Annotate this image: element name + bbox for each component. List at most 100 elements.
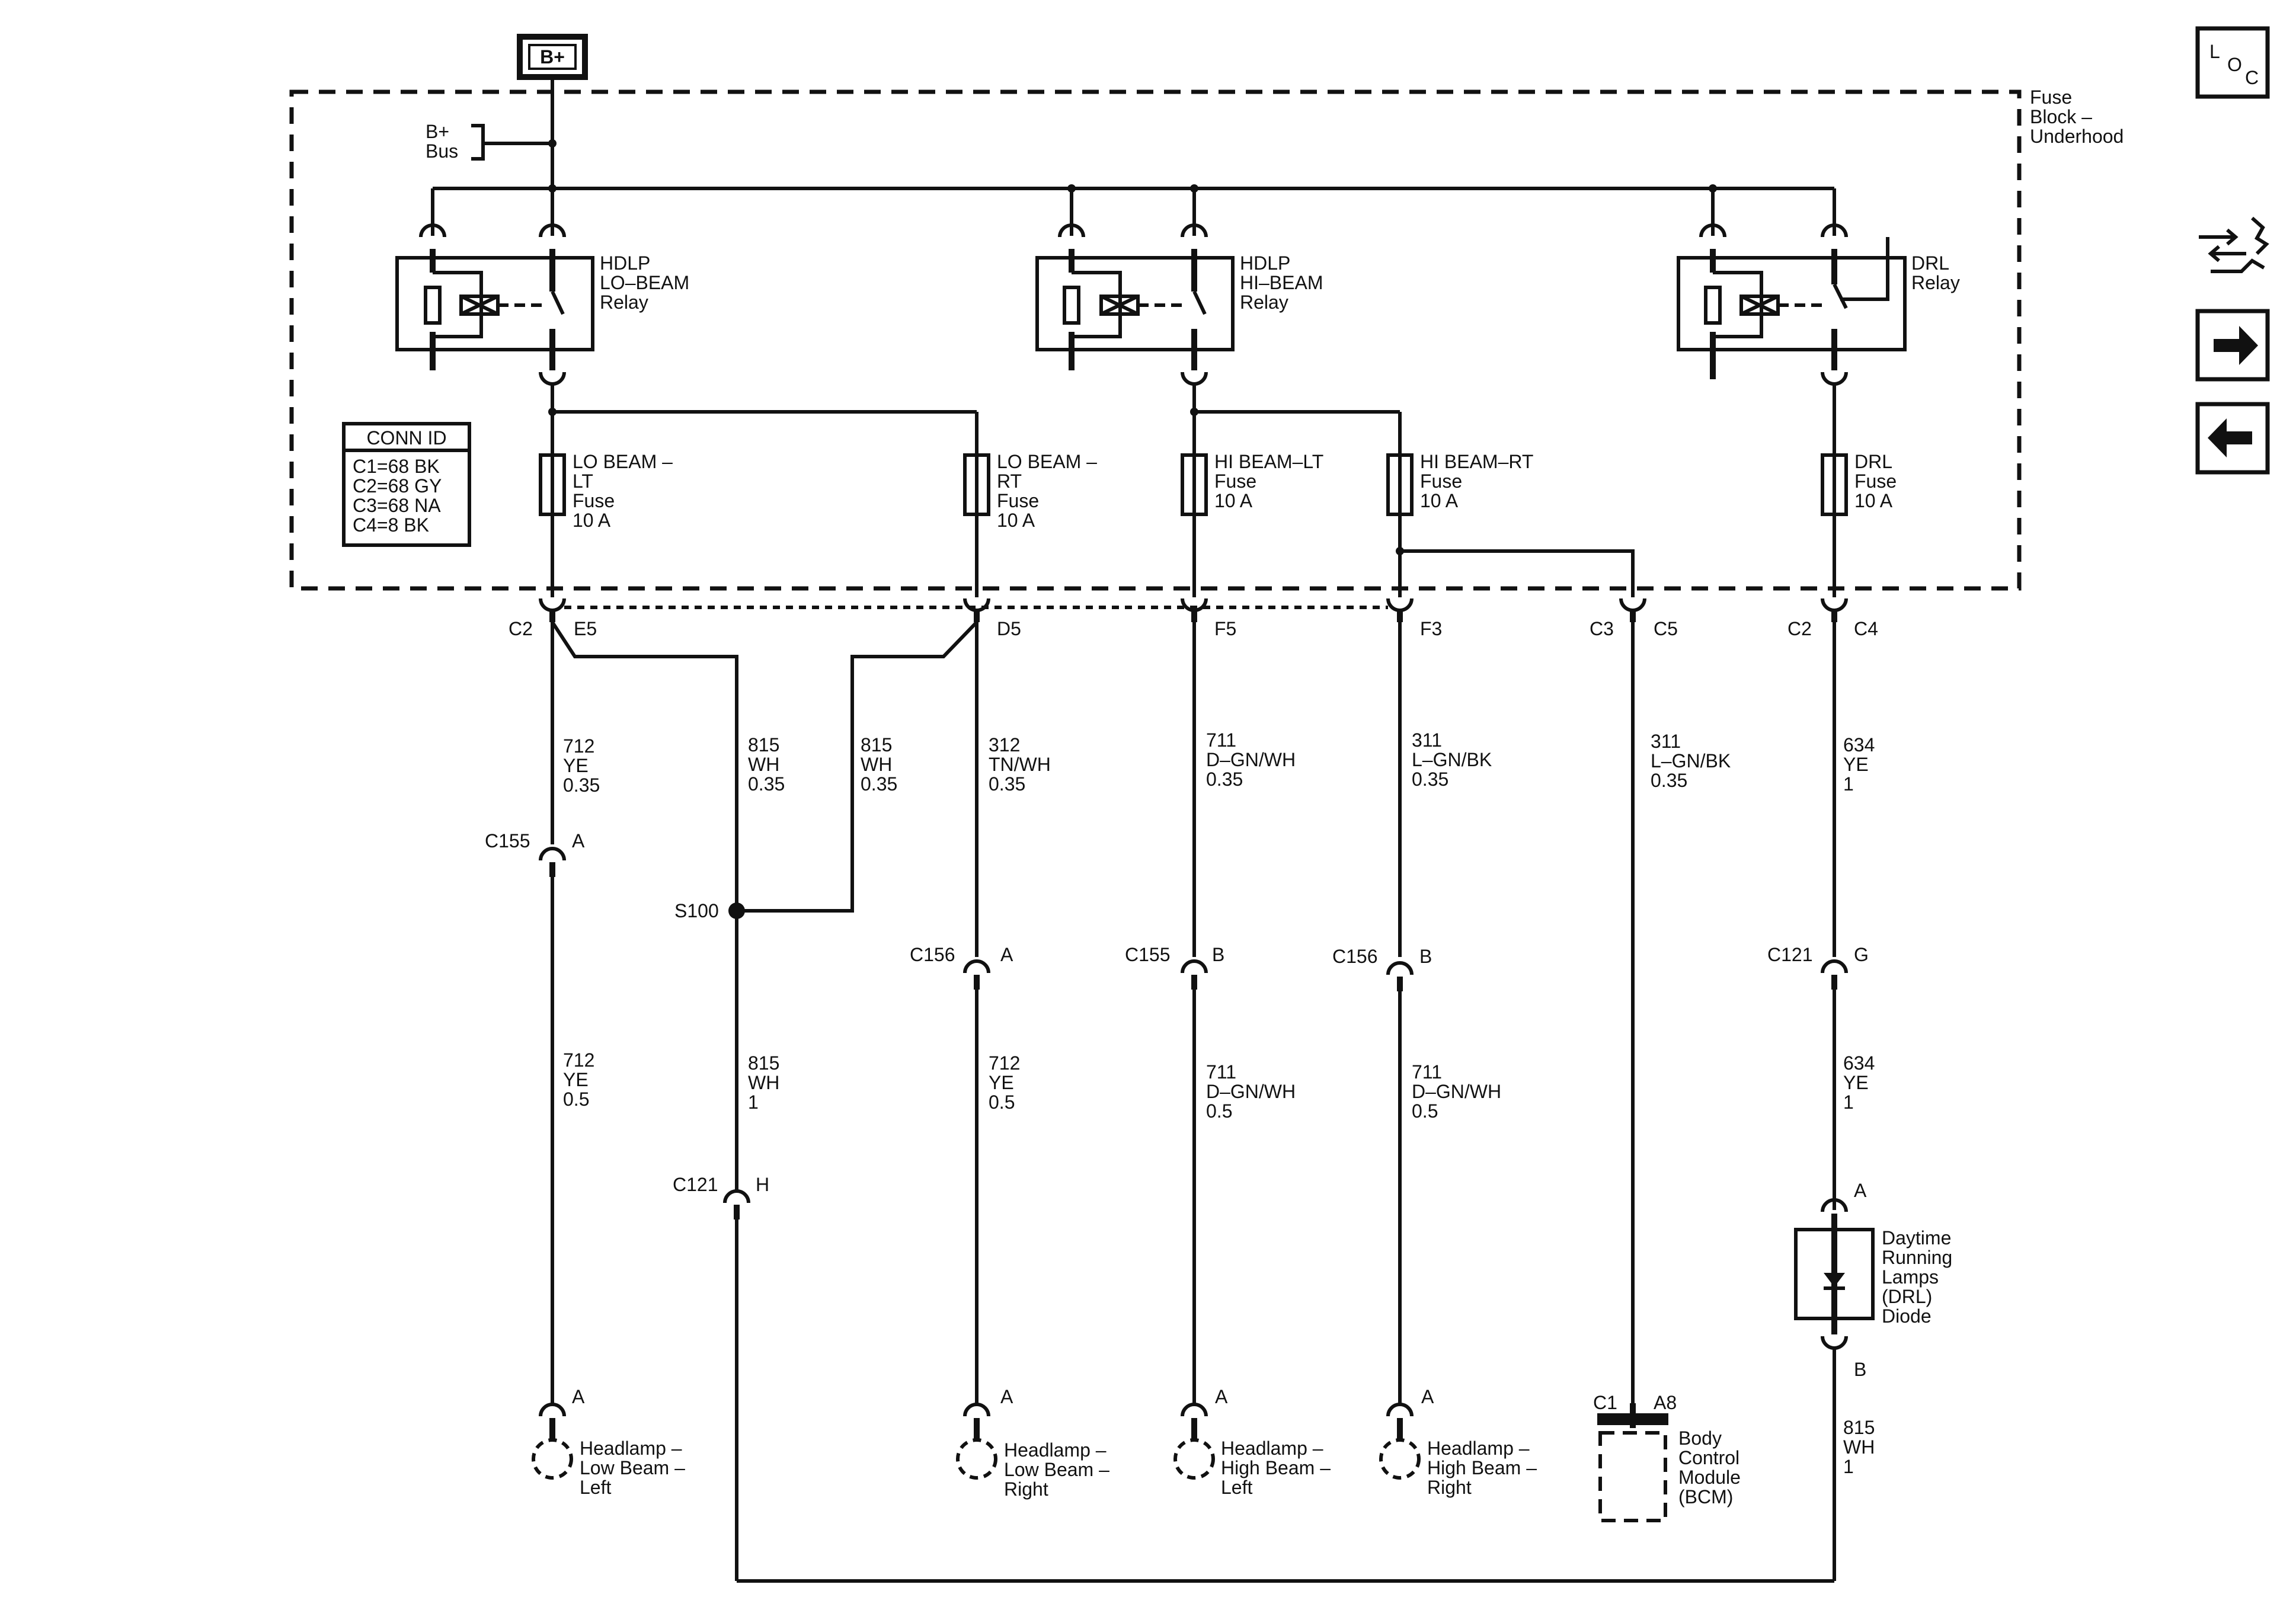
svg-text:C155: C155 — [1125, 944, 1171, 965]
svg-text:E5: E5 — [574, 618, 597, 639]
svg-text:LT: LT — [573, 470, 593, 492]
svg-text:LO–BEAM: LO–BEAM — [600, 272, 689, 293]
headlamp-high-beam-right: A Headlamp – High Beam – Right — [1379, 1386, 1537, 1498]
svg-text:HDLP: HDLP — [600, 252, 650, 274]
svg-text:712: 712 — [563, 735, 594, 757]
b-plus-bus: B+ Bus — [426, 121, 557, 162]
svg-text:(BCM): (BCM) — [1678, 1486, 1733, 1507]
headlamp-high-beam-left: A Headlamp – High Beam – Left — [1173, 1386, 1331, 1498]
svg-text:0.35: 0.35 — [748, 773, 785, 795]
svg-text:TN/WH: TN/WH — [989, 754, 1051, 775]
body-control-module: C1 A8 Body Control Module (BCM) — [1593, 1392, 1741, 1522]
svg-text:WH: WH — [748, 1072, 779, 1093]
svg-text:A8: A8 — [1654, 1392, 1677, 1413]
svg-text:Fuse: Fuse — [1214, 470, 1256, 492]
svg-text:A: A — [1421, 1386, 1434, 1407]
svg-text:H: H — [756, 1174, 769, 1195]
svg-text:815: 815 — [861, 734, 892, 756]
svg-text:1: 1 — [1843, 773, 1854, 795]
svg-text:815: 815 — [1843, 1417, 1875, 1438]
svg-text:Block –: Block – — [2030, 106, 2092, 127]
svg-text:Left: Left — [1221, 1477, 1252, 1498]
svg-text:(DRL): (DRL) — [1882, 1286, 1932, 1307]
svg-text:DRL: DRL — [1911, 252, 1949, 274]
arrow-left-icon — [2208, 418, 2252, 457]
svg-text:A: A — [572, 830, 585, 852]
fuse-lo-beam-rt: LO BEAM – RT Fuse 10 A — [963, 451, 1097, 531]
block-connector-row: C2 E5 D5 F5 F3 C3 C5 C2 C4 — [509, 598, 1878, 639]
svg-text:C1: C1 — [1593, 1392, 1617, 1413]
svg-text:0.35: 0.35 — [1206, 769, 1243, 790]
svg-text:Running: Running — [1882, 1247, 1952, 1268]
svg-text:712: 712 — [989, 1052, 1020, 1074]
svg-text:634: 634 — [1843, 1052, 1875, 1074]
svg-text:O: O — [2227, 54, 2242, 75]
svg-text:Right: Right — [1004, 1478, 1048, 1500]
relay-drl: DRL Relay — [1677, 188, 1960, 386]
svg-text:D–GN/WH: D–GN/WH — [1206, 749, 1296, 770]
svg-text:Headlamp –: Headlamp – — [1221, 1438, 1323, 1459]
previous-page-button[interactable] — [2195, 402, 2270, 475]
svg-text:10 A: 10 A — [573, 510, 611, 531]
svg-text:0.5: 0.5 — [1206, 1100, 1232, 1122]
wire-labels-lower: 712 YE 0.5 815 WH 1 712 YE 0.5 711 D–GN/… — [563, 1049, 1875, 1477]
svg-text:Relay: Relay — [1911, 272, 1960, 293]
fuse-block-outline — [289, 89, 2022, 591]
svg-text:10 A: 10 A — [1854, 490, 1893, 511]
svg-text:B: B — [1854, 1359, 1866, 1380]
svg-text:C4=8 BK: C4=8 BK — [353, 514, 429, 536]
svg-text:A: A — [1000, 1386, 1013, 1407]
svg-text:WH: WH — [861, 754, 892, 775]
svg-text:A: A — [1215, 1386, 1228, 1407]
svg-text:C155: C155 — [485, 830, 530, 852]
svg-text:C3=68 NA: C3=68 NA — [353, 495, 441, 516]
svg-text:C5: C5 — [1654, 618, 1678, 639]
svg-text:LO BEAM –: LO BEAM – — [573, 451, 673, 472]
svg-text:10 A: 10 A — [1420, 490, 1459, 511]
svg-text:C: C — [2245, 67, 2259, 88]
svg-text:A: A — [1854, 1180, 1867, 1201]
b-plus-label: B+ — [540, 46, 565, 68]
svg-text:312: 312 — [989, 734, 1020, 756]
svg-text:0.5: 0.5 — [1412, 1100, 1438, 1122]
svg-text:L–GN/BK: L–GN/BK — [1412, 749, 1492, 770]
svg-text:F3: F3 — [1420, 618, 1442, 639]
headlamp-low-beam-left: A Headlamp – Low Beam – Left — [532, 1386, 685, 1498]
location-button[interactable]: L O C — [2195, 26, 2270, 99]
headlamp-low-beam-right: A Headlamp – Low Beam – Right — [956, 1386, 1109, 1500]
svg-text:C121: C121 — [673, 1174, 718, 1195]
svg-text:1: 1 — [1843, 1092, 1854, 1113]
svg-text:0.35: 0.35 — [989, 773, 1025, 795]
svg-text:Diode: Diode — [1882, 1305, 1932, 1327]
svg-text:YE: YE — [989, 1072, 1014, 1093]
svg-text:Underhood: Underhood — [2030, 126, 2124, 147]
svg-text:C3: C3 — [1590, 618, 1614, 639]
fuse-block-label: Fuse Block – Underhood — [2030, 87, 2124, 147]
fuse-drl: DRL Fuse 10 A — [1821, 451, 1897, 516]
svg-text:G: G — [1854, 944, 1869, 965]
next-page-button[interactable] — [2195, 309, 2270, 382]
splice-label: S100 — [674, 900, 719, 921]
svg-text:B+: B+ — [426, 121, 449, 142]
wire-labels-upper: 712 YE 0.35 815 WH 0.35 815 WH 0.35 312 … — [563, 729, 1875, 796]
svg-text:L–GN/BK: L–GN/BK — [1651, 750, 1731, 772]
svg-text:712: 712 — [563, 1049, 594, 1071]
svg-text:1: 1 — [1843, 1456, 1854, 1477]
svg-text:Fuse: Fuse — [2030, 87, 2072, 108]
svg-text:10 A: 10 A — [1214, 490, 1253, 511]
svg-text:RT: RT — [997, 470, 1022, 492]
harness-connector-icon[interactable] — [2199, 216, 2269, 273]
svg-text:YE: YE — [1843, 1072, 1869, 1093]
svg-text:Body: Body — [1678, 1427, 1722, 1449]
svg-text:C156: C156 — [910, 944, 955, 965]
svg-text:HI–BEAM: HI–BEAM — [1240, 272, 1323, 293]
svg-text:C2: C2 — [509, 618, 533, 639]
svg-text:D–GN/WH: D–GN/WH — [1206, 1081, 1296, 1102]
relay-hi-beam: HDLP HI–BEAM Relay — [1035, 188, 1323, 386]
svg-text:Control: Control — [1678, 1447, 1739, 1468]
svg-text:Low Beam –: Low Beam – — [1004, 1459, 1109, 1480]
svg-text:D–GN/WH: D–GN/WH — [1412, 1081, 1501, 1102]
svg-text:0.5: 0.5 — [563, 1089, 589, 1110]
arrow-right-icon — [2214, 326, 2258, 365]
svg-text:Lamps: Lamps — [1882, 1266, 1939, 1288]
